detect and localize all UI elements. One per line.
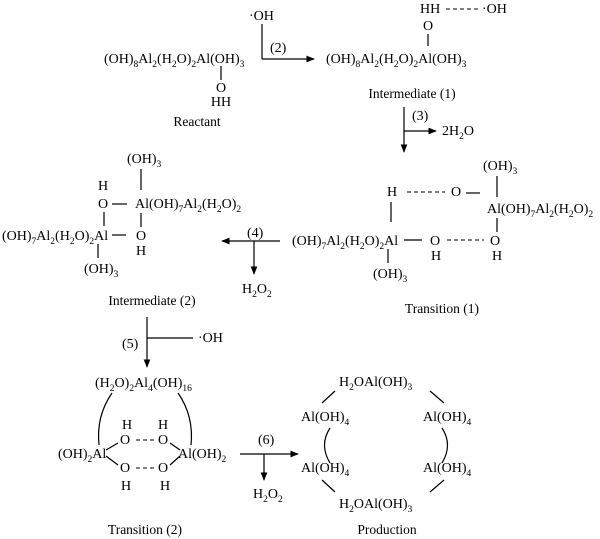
transition-1-bottom-group: (OH)3 — [373, 267, 408, 285]
step-4-label: (4) — [247, 226, 264, 241]
transition-1-o-top: O — [451, 185, 461, 200]
reactant-o: O — [216, 81, 226, 96]
transition-1-o-right: O — [490, 234, 500, 249]
transition-1-h-bottom: H — [431, 249, 441, 264]
production-left-arc — [323, 427, 331, 464]
transition-2-bond-o-al2 — [169, 455, 181, 466]
production-top: H2OAl(OH)3 — [339, 375, 413, 393]
production-bond-tr — [429, 390, 445, 404]
intermediate-2-h-bottom: H — [136, 244, 146, 259]
intermediate-2-top-group: (OH)3 — [127, 152, 162, 170]
transition-1-h-top: H — [387, 185, 397, 200]
transition-2-o-bottom-left: O — [120, 461, 130, 476]
transition-2-left-formula: (OH)2Al — [58, 447, 106, 465]
transition-1-right-formula: Al(OH)7Al2(H2O)2 — [487, 202, 593, 220]
intermediate-1-formula: (OH)8Al2(H2O)2Al(OH)3 — [326, 52, 467, 70]
production-bond-br — [429, 479, 445, 493]
transition-2-bond-al-o2 — [105, 455, 119, 466]
hydroxyl-radical-1: ·OH — [249, 9, 274, 24]
production-unit-bottom-right: Al(OH)4 — [423, 461, 472, 479]
intermediate-2-h-top: H — [98, 179, 108, 194]
transition-2-left-arc — [97, 392, 113, 446]
intermediate-2-left-formula: (OH)7Al2(H2O)2Al — [2, 229, 108, 247]
reactant-hh: HH — [211, 95, 231, 110]
transition-1-top-group: (OH)3 — [483, 159, 518, 177]
transition-2-o-top-left: O — [120, 433, 130, 448]
peroxide-product-1: H2O2 — [242, 282, 272, 300]
production-bond-tl — [321, 390, 336, 404]
hydroxyl-radical-2: ·OH — [198, 331, 223, 346]
intermediate-2-right-formula: Al(OH)7Al2(H2O)2 — [135, 197, 241, 215]
intermediate-1-hh: HH — [420, 2, 440, 17]
step-3-label: (3) — [412, 109, 429, 124]
step-5-label: (5) — [122, 337, 139, 352]
intermediate-1-oh: ·OH — [482, 2, 507, 17]
intermediate-2-o-left: O — [98, 197, 108, 212]
intermediate-2-label: Intermediate (2) — [108, 293, 195, 308]
intermediate-1-o: O — [423, 19, 433, 34]
transition-2-h-top: H — [122, 418, 132, 433]
transition-1-left-formula: (OH)7Al2(H2O)2Al — [292, 234, 398, 252]
transition-2-o-bottom-right: O — [158, 461, 168, 476]
production-bottom: H2OAl(OH)3 — [339, 497, 413, 515]
production-unit-top-left: Al(OH)4 — [301, 410, 350, 428]
transition-2-h-bottom: H — [121, 479, 131, 494]
transition-1-o-bottom: O — [430, 234, 440, 249]
transition-1-h-right: H — [492, 249, 502, 264]
intermediate-2-bottom-group: (OH)3 — [84, 262, 119, 280]
intermediate-2-o-right: O — [136, 229, 146, 244]
transition-1-label: Transition (1) — [405, 301, 479, 316]
production-label: Production — [357, 522, 416, 537]
transition-2-o-top-right: O — [158, 433, 168, 448]
production-bond-bl — [321, 479, 336, 493]
water-product: 2H2O — [442, 124, 474, 142]
transition-2-bond-o-al1 — [169, 442, 181, 451]
intermediate-1-label: Intermediate (1) — [368, 86, 455, 101]
transition-2-top-formula: (H2O)2Al4(OH)16 — [95, 376, 192, 394]
transition-2-h-bottom-right: H — [160, 479, 170, 494]
transition-2-right-arc — [177, 392, 193, 446]
transition-2-h-top-right: H — [158, 418, 168, 433]
production-right-arc — [441, 427, 449, 464]
peroxide-product-2: H2O2 — [253, 487, 283, 505]
transition-2-label: Transition (2) — [108, 522, 182, 537]
production-unit-top-right: Al(OH)4 — [423, 410, 472, 428]
transition-2-right-formula: Al(OH)2 — [178, 447, 227, 465]
step-6-label: (6) — [258, 433, 275, 448]
reactant-formula: (OH)8Al2(H2O)2Al(OH)3 — [104, 52, 245, 70]
production-unit-bottom-left: Al(OH)4 — [301, 461, 350, 479]
step-2-label: (2) — [270, 41, 287, 56]
transition-2-bond-al-o1 — [105, 442, 119, 451]
reactant-label: Reactant — [173, 114, 220, 129]
